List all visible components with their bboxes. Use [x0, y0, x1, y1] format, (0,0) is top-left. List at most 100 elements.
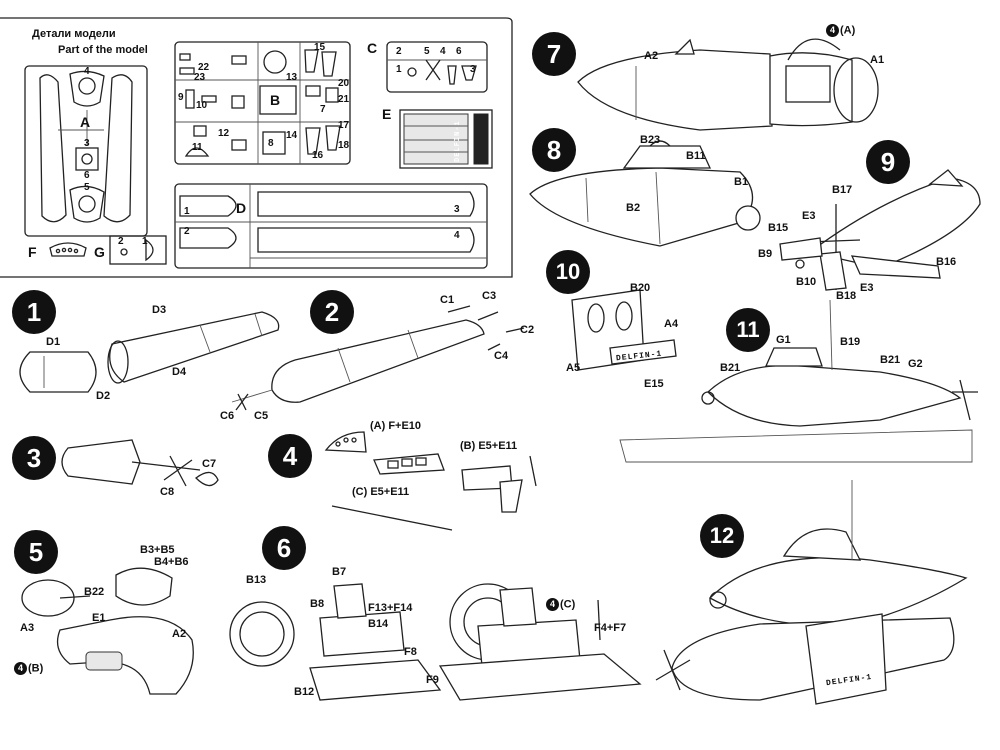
step-number: 12	[700, 514, 744, 558]
part-label: C8	[160, 486, 175, 498]
ref-text: (A)	[840, 24, 856, 37]
part-label: D2	[96, 390, 111, 402]
part-label: (B) E5+E11	[460, 440, 518, 452]
step3-drawing	[61, 439, 219, 487]
step-number: 6	[262, 526, 306, 570]
step-number: 4	[268, 434, 312, 478]
sprue-d-num: 4	[454, 230, 460, 241]
sprue-a-num: 3	[84, 138, 90, 149]
part-label: B10	[796, 276, 817, 288]
sprue-g-num: 1	[142, 236, 148, 247]
sprue-a	[24, 65, 148, 237]
part-label: B17	[832, 184, 853, 196]
part-label: D3	[152, 304, 167, 316]
step-number: 11	[726, 308, 770, 352]
part-label: B1	[734, 176, 749, 188]
part-label: B2	[626, 202, 641, 214]
ref-text: (B)	[28, 662, 44, 675]
sprue-label-d: D	[236, 200, 247, 216]
sprue-b-num: 23	[194, 72, 206, 83]
sprue-f	[49, 242, 87, 257]
part-label: A4	[664, 318, 679, 330]
ref-dot: 4	[14, 662, 27, 675]
sprue-b-num: 11	[192, 142, 203, 153]
part-label: F4+F7	[594, 622, 627, 634]
step1-drawing	[19, 311, 280, 393]
part-label: B8	[310, 598, 325, 610]
part-label: (A) F+E10	[370, 420, 422, 432]
sprue-label-a: A	[80, 114, 91, 130]
sprue-b-num: 21	[338, 94, 350, 105]
ref-marker-step6: 4(C)	[546, 598, 575, 611]
part-label: A3	[20, 622, 35, 634]
part-label: B3+B5	[140, 544, 175, 556]
ref-marker-step5: 4(B)	[14, 662, 43, 675]
sprue-label-f: F	[28, 244, 37, 260]
part-label: C1	[440, 294, 455, 306]
part-label: E15	[644, 378, 664, 390]
step8-drawing	[529, 140, 761, 247]
part-label: D1	[46, 336, 61, 348]
step-number: 8	[532, 128, 576, 172]
part-label: (C) E5+E11	[352, 486, 410, 498]
part-label: F9	[426, 674, 439, 686]
step-number: 2	[310, 290, 354, 334]
sprue-d-num: 1	[184, 206, 190, 217]
sprue-b-num: 14	[286, 130, 298, 141]
sprue-d	[174, 183, 488, 269]
part-label: B7	[332, 566, 347, 578]
part-label: B21	[720, 362, 741, 374]
sprue-b-num: 16	[312, 150, 324, 161]
photo-etch-e	[399, 109, 493, 169]
sprue-b-num: 10	[196, 100, 208, 111]
step6-drawing	[229, 583, 642, 701]
sprue-c-num: 4	[440, 46, 446, 57]
step-number: 7	[532, 32, 576, 76]
sprue-b-num: 7	[320, 104, 326, 115]
step11-drawing	[619, 299, 978, 463]
sprue-g	[109, 235, 167, 265]
part-label: B11	[686, 150, 706, 162]
part-label: E1	[92, 612, 106, 624]
ref-dot: 4	[826, 24, 839, 37]
step10-drawing	[571, 289, 677, 371]
step7-drawing	[577, 38, 879, 131]
part-label: B21	[880, 354, 901, 366]
part-label: B13	[246, 574, 267, 586]
part-label: D4	[172, 366, 187, 378]
sprue-b-num: 13	[286, 72, 298, 83]
part-label: C3	[482, 290, 497, 302]
part-label: C6	[220, 410, 235, 422]
sprue-a-num: 5	[84, 182, 90, 193]
part-label: B19	[840, 336, 861, 348]
part-label: B16	[936, 256, 957, 268]
step4-drawing	[324, 431, 537, 531]
sprue-label-g: G	[94, 244, 105, 260]
part-label: B23	[640, 134, 661, 146]
sprue-b	[174, 41, 351, 165]
part-label: B22	[84, 586, 105, 598]
part-label: F8	[404, 646, 417, 658]
ref-text: (C)	[560, 598, 576, 611]
step-number: 10	[546, 250, 590, 294]
sprue-b-num: 18	[338, 140, 350, 151]
name-plate-photo-etch: DELFIN-1	[454, 120, 462, 162]
step-number: 5	[14, 530, 58, 574]
sprue-label-b: B	[270, 92, 281, 108]
part-label: G1	[776, 334, 791, 346]
part-label: E3	[802, 210, 816, 222]
part-label: A5	[566, 362, 581, 374]
part-label: C4	[494, 350, 509, 362]
part-label: B4+B6	[154, 556, 189, 568]
parts-panel-border	[0, 17, 513, 278]
step-number: 3	[12, 436, 56, 480]
step12-drawing	[655, 480, 968, 705]
part-label: B20	[630, 282, 651, 294]
part-label: B14	[368, 618, 389, 630]
sprue-c	[386, 41, 488, 93]
part-label: B12	[294, 686, 315, 698]
part-label: F13+F14	[368, 602, 413, 614]
step-number: 1	[12, 290, 56, 334]
sprue-d-num: 2	[184, 226, 190, 237]
